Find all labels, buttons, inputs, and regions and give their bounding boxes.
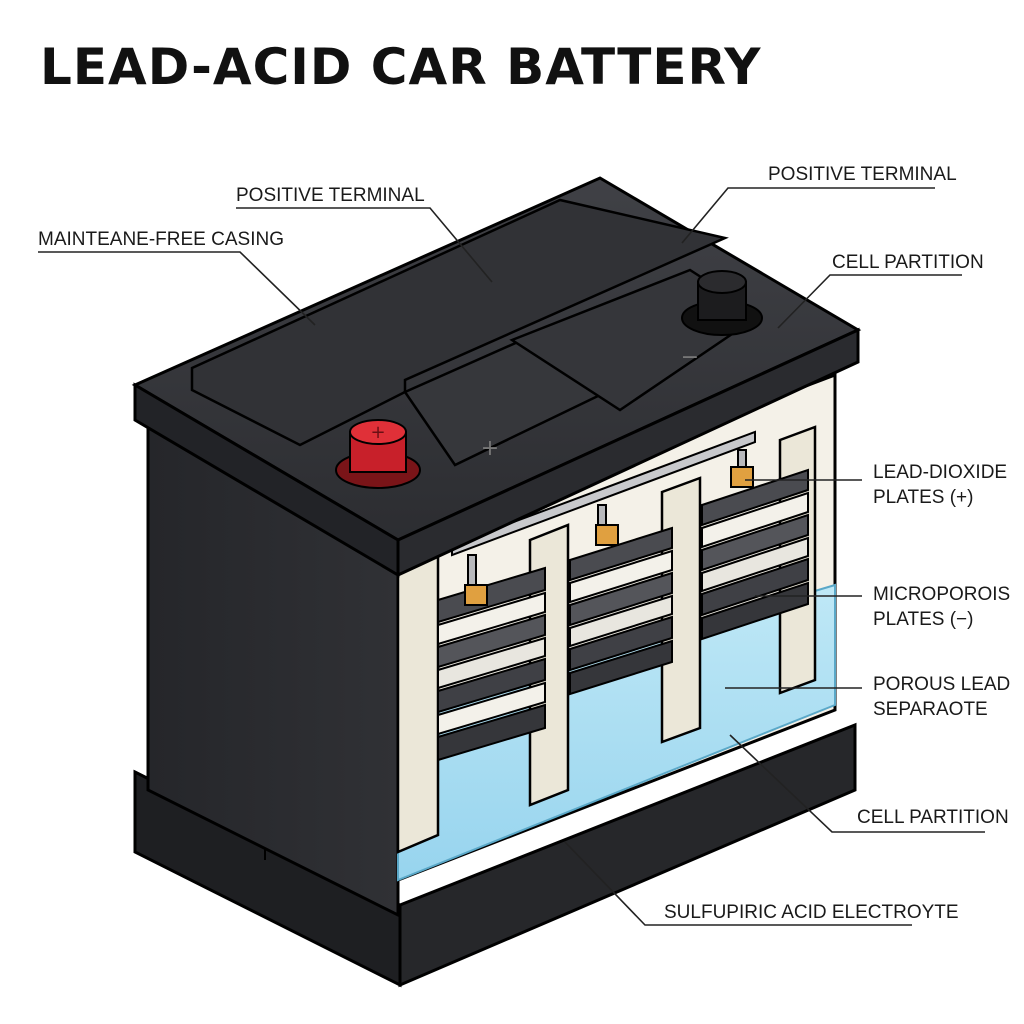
label-porous-lead-line1: POROUS LEAD	[873, 674, 1011, 695]
plate-stack-cell-2	[569, 526, 673, 696]
connector-lug-1	[464, 584, 488, 606]
plate-stack-cell-1	[437, 566, 546, 762]
connector-lug-2	[595, 524, 619, 546]
label-cell-partition-top: CELL PARTITION	[832, 252, 984, 273]
label-microporous: MICROPOROIS PLATES (−)	[873, 582, 1010, 632]
label-porous-lead-line2: SEPARAOTE	[873, 699, 988, 720]
label-positive-terminal-right: POSITIVE TERMINAL	[768, 164, 957, 185]
label-electrolyte: SULFUPIRIC ACID ELECTROYTE	[664, 902, 959, 923]
plate-connectors	[451, 430, 756, 606]
label-microporous-line1: MICROPOROIS	[873, 584, 1011, 605]
label-lead-dioxide-line2: PLATES (+)	[873, 487, 974, 508]
positive-symbol-icon: +	[370, 422, 385, 443]
plate-stack-cell-3	[701, 468, 809, 641]
positive-terminal: +	[335, 419, 421, 489]
label-lead-dioxide-line1: LEAD-DIOXIDE	[873, 462, 1008, 483]
lid-minus-mark: −	[681, 345, 699, 370]
connector-lug-3	[730, 466, 754, 488]
label-microporous-line2: PLATES (−)	[873, 609, 974, 630]
leader-electrolyte	[564, 841, 912, 926]
leader-cell-partition-bottom	[729, 734, 985, 833]
diagram-title: LEAD-ACID CAR BATTERY	[40, 38, 762, 96]
label-positive-terminal-left: POSITIVE TERMINAL	[236, 185, 425, 206]
label-cell-partition-bottom: CELL PARTITION	[857, 807, 1009, 828]
casing-lid	[131, 176, 862, 578]
leader-positive-terminal-left	[236, 207, 493, 283]
casing-base	[133, 722, 857, 988]
leader-casing	[38, 251, 316, 326]
label-lead-dioxide: LEAD-DIOXIDE PLATES (+)	[873, 460, 1007, 510]
lid-plus-mark: +	[481, 436, 499, 461]
label-porous-lead: POROUS LEAD SEPARAOTE	[873, 672, 1010, 722]
negative-terminal	[681, 270, 763, 336]
leader-positive-terminal-right	[681, 187, 935, 244]
leader-lines	[38, 187, 985, 926]
leader-cell-partition-top	[777, 274, 962, 329]
label-casing: MAINTEANE-FREE CASING	[38, 229, 284, 250]
